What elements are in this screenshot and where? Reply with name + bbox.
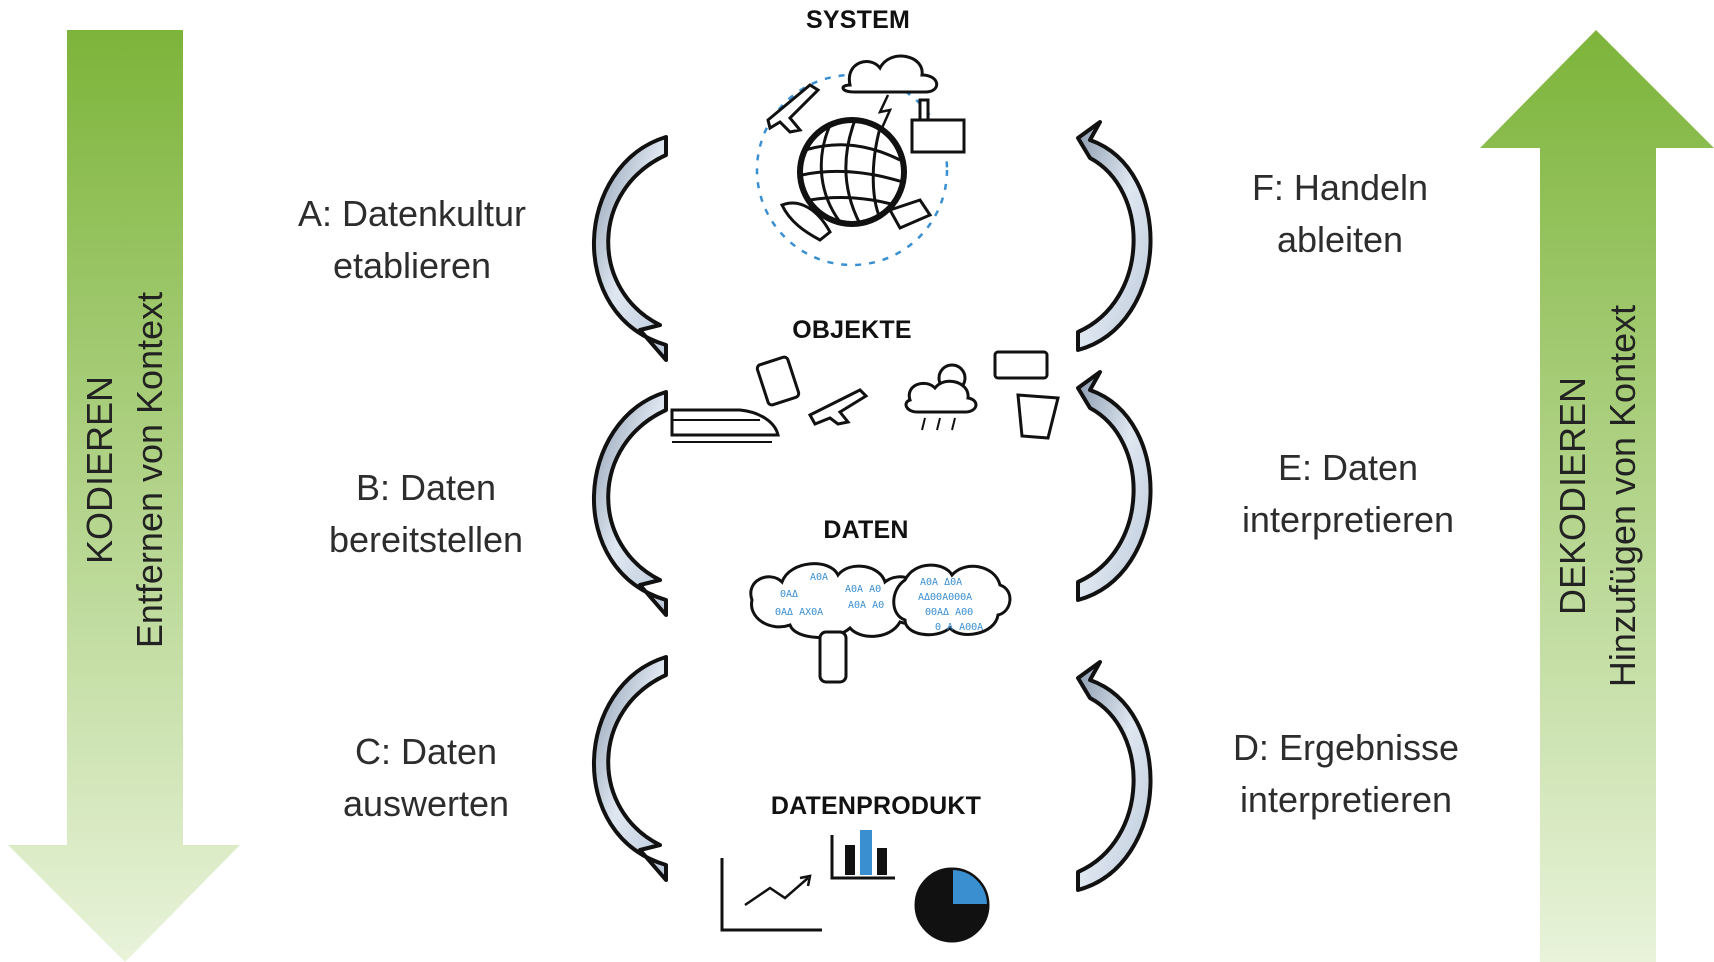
svg-text:ΘAΔ: ΘAΔ (780, 589, 798, 600)
step-c-line2: auswerten (342, 783, 510, 824)
data-illustration: ΘAΔ ΘAΔ AΧΘA AΘA AΘA AΘ AΘA AΘ AΘA ΔΘA A… (749, 562, 1012, 684)
step-f-line2: ableiten (1276, 219, 1404, 260)
svg-text:ΘAΔ AΧΘA: ΘAΔ AΧΘA (775, 607, 823, 618)
curved-arrow-c (592, 655, 668, 882)
decode-subtitle: Hinzufügen von Kontext (1602, 304, 1643, 688)
step-b-line2: bereitstellen (328, 519, 524, 560)
curved-arrow-f (1076, 120, 1153, 352)
objects-illustration (670, 350, 1060, 443)
step-e-line2: interpretieren (1241, 499, 1455, 540)
svg-text:AΘA ΔΘA: AΘA ΔΘA (920, 577, 962, 588)
encode-arrow (8, 30, 240, 962)
svg-text:AΘA AΘ: AΘA AΘ (845, 584, 881, 595)
encode-title: KODIEREN (79, 375, 120, 565)
step-d-line2: interpretieren (1239, 779, 1453, 820)
level-daten: DATEN (823, 516, 909, 544)
step-e: E: Daten interpretieren (1198, 442, 1498, 546)
level-system: SYSTEM (806, 6, 910, 34)
step-c-line1: C: Daten (354, 731, 498, 772)
encode-text: KODIEREN Entfernen von Kontext (75, 292, 175, 648)
step-d: D: Ergebnisse interpretieren (1196, 722, 1496, 826)
step-a: A: Datenkultur etablieren (262, 188, 562, 292)
step-b-line1: B: Daten (355, 467, 497, 508)
curved-arrow-a (592, 135, 668, 362)
data-product-illustration (720, 830, 990, 943)
step-d-line1: D: Ergebnisse (1232, 727, 1460, 768)
decode-title: DEKODIEREN (1552, 376, 1593, 616)
svg-text:AΘA AΘ: AΘA AΘ (848, 600, 884, 611)
step-f: F: Handeln ableiten (1190, 162, 1490, 266)
level-objekte: OBJEKTE (792, 316, 912, 344)
decode-text: DEKODIEREN Hinzufügen von Kontext (1548, 305, 1648, 687)
svg-text:AΘA: AΘA (810, 572, 828, 583)
curved-arrow-b (592, 390, 668, 617)
curved-arrow-d (1076, 660, 1153, 892)
step-c: C: Daten auswerten (276, 726, 576, 830)
level-datenprodukt: DATENPRODUKT (770, 792, 982, 820)
step-a-line1: A: Datenkultur (297, 193, 527, 234)
step-f-line1: F: Handeln (1251, 167, 1429, 208)
svg-text:AΔΘΘAΘΘΘA: AΔΘΘAΘΘΘA (918, 592, 972, 603)
decode-arrow (1480, 30, 1714, 962)
step-b: B: Daten bereitstellen (276, 462, 576, 566)
curved-arrow-e (1076, 370, 1153, 602)
system-illustration (755, 54, 966, 267)
step-a-line2: etablieren (332, 245, 492, 286)
encode-subtitle: Entfernen von Kontext (129, 291, 170, 649)
step-e-line1: E: Daten (1277, 447, 1419, 488)
svg-text:ΘΘAΔ AΘΘ: ΘΘAΔ AΘΘ (925, 607, 973, 618)
svg-text:Θ A AΘΘA: Θ A AΘΘA (935, 622, 983, 633)
